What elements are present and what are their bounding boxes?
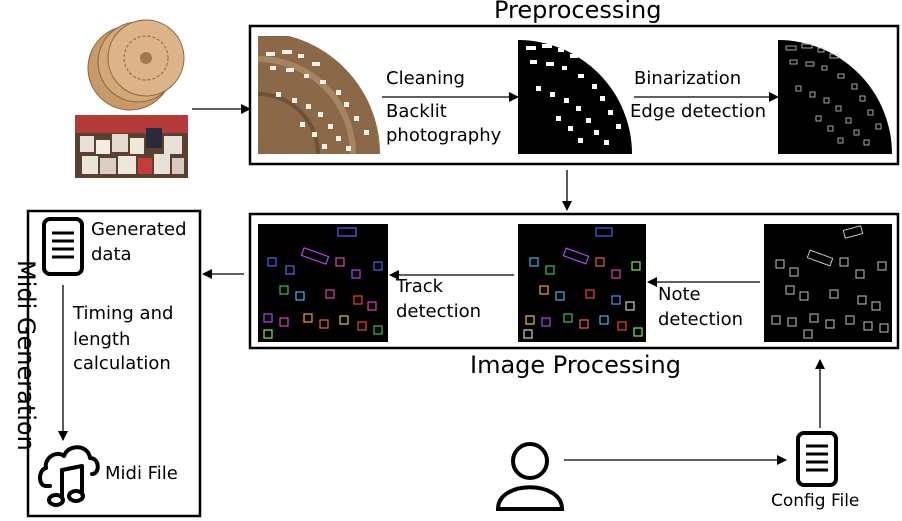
backlit-disc-image	[518, 36, 632, 154]
track-label: Track	[396, 276, 444, 297]
edge-detected-image	[778, 36, 892, 154]
calculation-label: calculation	[73, 353, 171, 374]
note-label: Note	[658, 284, 701, 305]
midi-generation-title: Midi Generation	[12, 260, 40, 451]
image-processing-box	[248, 212, 900, 350]
image-processing-title: Image Processing	[470, 351, 681, 379]
photography-label: photography	[386, 125, 502, 146]
preprocessing-title: Preprocessing	[494, 0, 662, 24]
data-label: data	[91, 244, 132, 265]
backlit-label: Backlit	[386, 101, 447, 122]
midi-generation-box	[26, 209, 202, 518]
length-label: length	[73, 329, 131, 350]
edge-input-image	[764, 224, 892, 342]
original-disc-image	[258, 36, 380, 154]
note-detection-image	[518, 224, 646, 342]
config-document-icon	[796, 431, 838, 487]
cloud-music-icon	[38, 445, 100, 507]
music-disc-photos	[75, 19, 188, 178]
track-detection-image	[258, 224, 388, 342]
user-icon	[495, 442, 565, 511]
track-detection-label: detection	[396, 301, 482, 322]
preprocessing-box	[248, 24, 900, 166]
cleaning-label: Cleaning	[386, 68, 465, 89]
timing-label: Timing and	[73, 303, 174, 324]
generated-label: Generated	[91, 219, 187, 240]
config-file-label: Config File	[771, 491, 860, 511]
note-detection-label: detection	[658, 309, 744, 330]
document-icon	[42, 217, 84, 276]
edge-detection-label: Edge detection	[630, 101, 767, 122]
binarization-label: Binarization	[634, 68, 742, 89]
midi-file-label: Midi File	[105, 463, 178, 484]
